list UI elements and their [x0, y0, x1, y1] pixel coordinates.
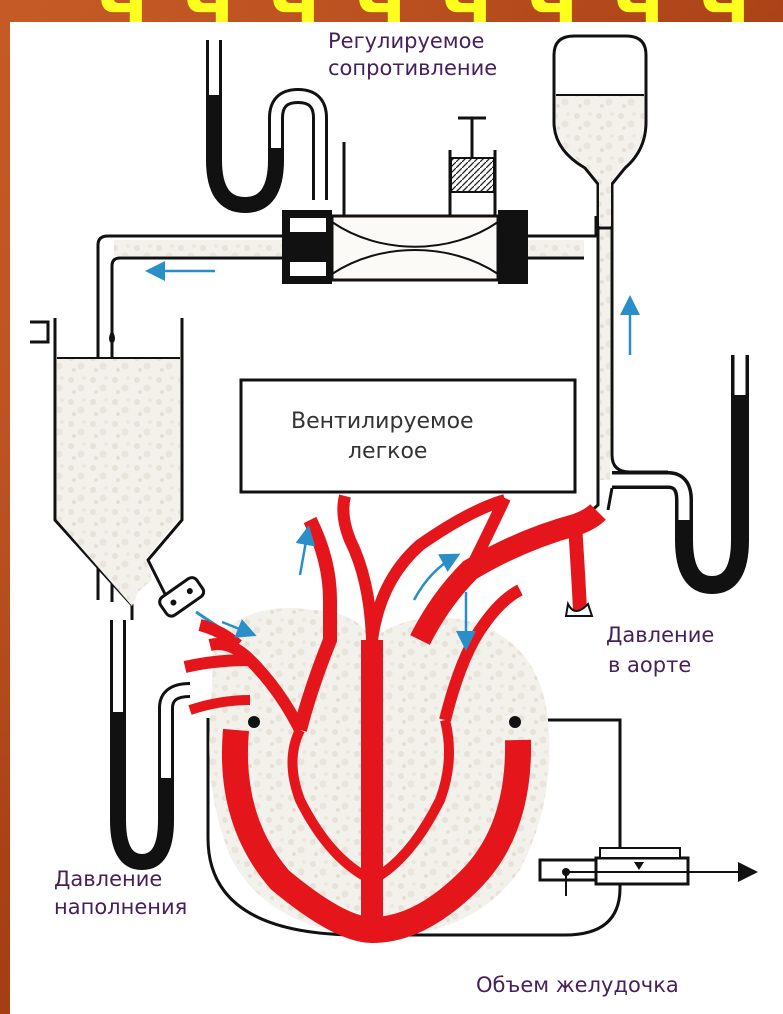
ventricle-volume-label: Объем желудочка [476, 973, 679, 997]
resistance-label-line2: сопротивление [328, 56, 497, 80]
lung-label-line2: легкое [348, 439, 427, 464]
resistance-manometer [214, 40, 320, 205]
filling-manometer [118, 620, 190, 862]
aortic-line [590, 228, 668, 512]
ventilated-lung-box [241, 380, 575, 492]
aortic-pressure-label-line2: в аорте [608, 653, 691, 677]
aortic-manometer [612, 355, 740, 585]
filling-reservoir [30, 318, 220, 628]
lung-label-line1: Вентилируемое [291, 409, 474, 434]
reservoir-bottle [554, 36, 646, 228]
heart [185, 496, 598, 935]
resistance-label-line1: Регулируемое [328, 29, 484, 53]
filling-pressure-label-line1: Давление [54, 867, 162, 891]
filling-pressure-label-line2: наполнения [54, 895, 187, 919]
aortic-pressure-label-line1: Давление [606, 623, 714, 647]
